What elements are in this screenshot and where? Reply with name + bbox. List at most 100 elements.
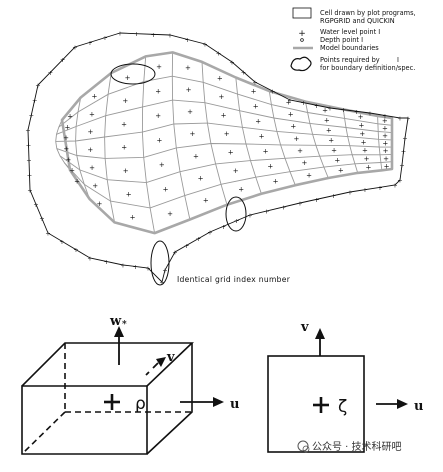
water-level-point: + [288, 111, 294, 119]
boundary-point: + [26, 157, 31, 165]
boundary-point: + [159, 279, 164, 287]
boundary-point: + [397, 115, 402, 123]
boundary-point: + [87, 39, 92, 47]
boundary-point: + [377, 184, 382, 192]
water-level-point: + [87, 146, 93, 154]
water-level-point: + [255, 118, 261, 126]
boundary-point: + [216, 50, 221, 58]
water-level-point: + [324, 117, 330, 125]
box-front-face [21, 385, 148, 455]
boundary-point: + [314, 102, 319, 110]
box-right-face [146, 343, 193, 455]
grid-line-cross [268, 91, 296, 186]
boundary-point: + [241, 69, 246, 77]
water-level-point: + [126, 190, 132, 198]
boundary-point: + [59, 238, 64, 246]
boundary-point: + [133, 263, 138, 271]
v3d-label: v [166, 350, 175, 365]
boundary-point: + [264, 208, 269, 216]
w-subscript: * [122, 320, 127, 330]
boundary-point: + [354, 108, 359, 116]
box-hidden-edge-diagonal [21, 411, 66, 455]
water-level-point: + [92, 182, 98, 190]
water-level-point: + [382, 125, 388, 133]
water-level-point: + [334, 157, 340, 165]
boundary-point: + [104, 258, 109, 266]
water-level-point: + [331, 147, 337, 155]
water-level-point: + [364, 155, 370, 163]
legend-points-label-2: for boundary definition/spec. [320, 64, 415, 72]
water-level-point: + [383, 155, 389, 163]
water-level-point: + [217, 75, 223, 83]
water-level-point: + [198, 175, 204, 183]
boundary-point: + [402, 135, 407, 143]
water-level-point: + [338, 167, 344, 175]
watermark-text: 公众号 · 技术科研吧 [312, 440, 402, 453]
water-level-point: + [121, 120, 127, 128]
boundary-point: + [60, 56, 65, 64]
boundary-point: + [102, 34, 107, 42]
water-level-point: + [306, 171, 312, 179]
boundary-point: + [172, 249, 177, 257]
water-level-point: + [267, 163, 273, 171]
wechat-icon-dot [302, 445, 310, 453]
legend: Cell drawn by plot programs, RGPGRID and… [290, 7, 416, 72]
boundary-point: + [382, 112, 387, 120]
boundary-point: + [247, 212, 252, 220]
water-level-point: + [130, 214, 136, 222]
water-level-point: + [187, 108, 193, 116]
water-level-point: + [123, 167, 129, 175]
water-level-point: + [155, 87, 161, 95]
v-arrow-head [156, 357, 166, 367]
water-level-point: + [89, 164, 95, 172]
water-level-point: + [96, 200, 102, 208]
boundary-point: + [229, 59, 234, 67]
v2d-arrow-head [315, 328, 325, 339]
boundary-point: + [120, 262, 125, 270]
water-level-point: + [67, 113, 73, 121]
water-level-point: + [286, 98, 292, 106]
legend-circle-symbol [300, 38, 304, 42]
rho-label: ρ [135, 394, 146, 414]
grid-line-cross [171, 52, 191, 220]
boundary-point: + [252, 79, 257, 87]
water-level-point: + [65, 156, 71, 164]
boundary-point: + [25, 127, 30, 135]
water-level-point: + [383, 147, 389, 155]
water-level-point: + [218, 93, 224, 101]
water-level-point: + [358, 122, 364, 130]
legend-cell-label-2: RGPGRID and QUICKIN [320, 17, 395, 25]
water-level-point: + [233, 167, 239, 175]
model-boundary [60, 51, 394, 235]
legend-points-label-1: Points required by [320, 56, 380, 64]
v-arrow-dash-1 [145, 371, 150, 376]
legend-water-level-label: Water level point I [320, 28, 380, 36]
w-label: w [109, 314, 122, 329]
boundary-point: + [162, 267, 167, 275]
water-level-point: + [125, 74, 131, 82]
water-level-point: + [74, 177, 80, 185]
v-arrow-dash-2 [152, 362, 159, 369]
water-level-point: + [63, 134, 69, 142]
watermark: 公众号 · 技术科研吧 [297, 440, 402, 453]
legend-depth-point-label: Depth point I [320, 36, 363, 44]
boundary-point: + [234, 217, 239, 225]
boundary-point: + [87, 255, 92, 263]
grid-line-along [58, 75, 393, 128]
water-level-point: + [326, 127, 332, 135]
boundary-point: + [367, 110, 372, 118]
u3d-label: u [230, 397, 239, 412]
boundary-point: + [399, 162, 404, 170]
identical-grid-index-label: Identical grid index number [177, 275, 291, 284]
water-level-point: + [322, 107, 328, 115]
water-level-point: + [328, 137, 334, 145]
water-level-point: + [382, 117, 388, 125]
highlight-ellipse-top [110, 63, 156, 85]
boundary-point: + [185, 36, 190, 44]
water-level-point: + [193, 152, 199, 160]
water-level-point: + [290, 123, 296, 131]
grid-line-along [64, 161, 393, 209]
boundary-point: + [397, 177, 402, 185]
boundary-point: + [29, 112, 34, 120]
